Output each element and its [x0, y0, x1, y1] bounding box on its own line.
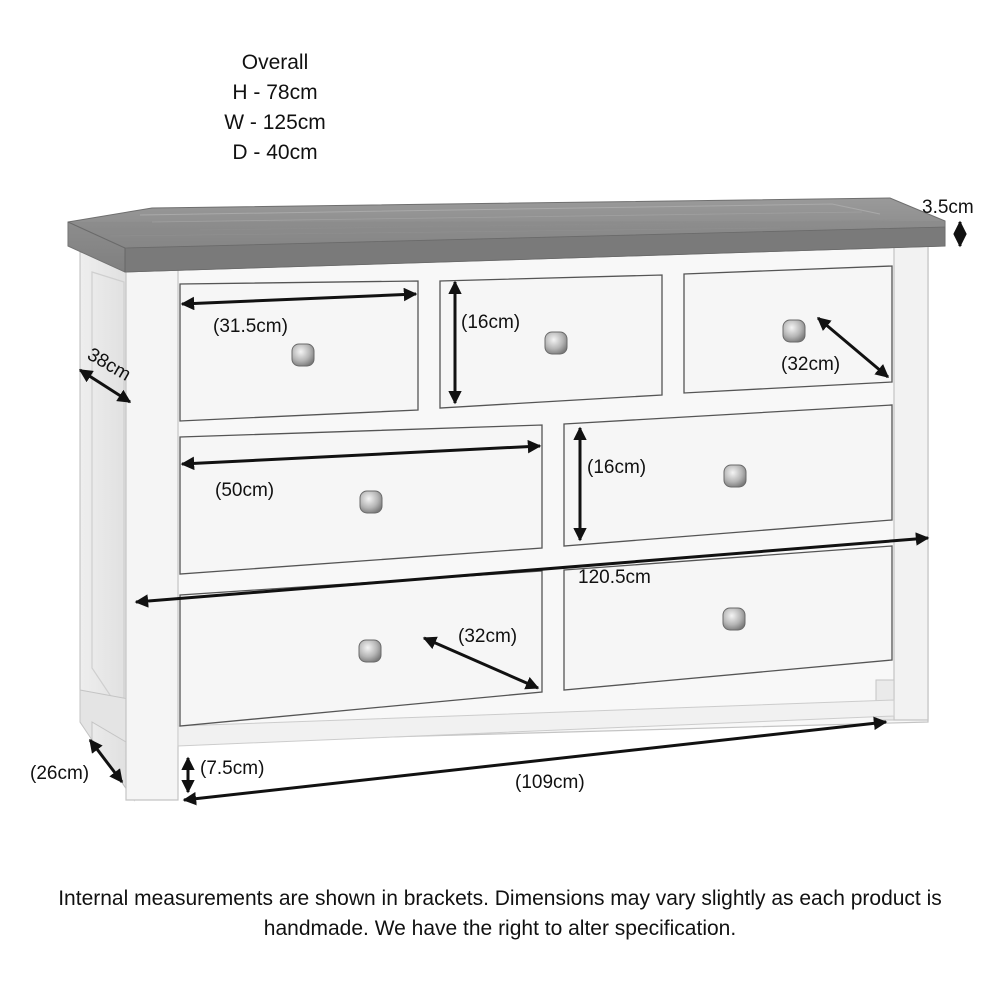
label-top-thickness: 3.5cm [922, 197, 974, 218]
knob-icon [359, 490, 383, 514]
knobs [291, 319, 806, 663]
label-drawer-bottom-left-depth: (32cm) [458, 626, 517, 647]
knob-icon [722, 607, 746, 631]
arrow-leg-span [182, 716, 888, 806]
overall-height: H - 78cm [232, 81, 318, 104]
footer-note: Internal measurements are shown in brack… [58, 887, 942, 940]
arrow-drawer-top-left-width [180, 287, 418, 311]
label-leg-span: (109cm) [515, 772, 585, 793]
worktop [67, 197, 946, 273]
overall-dimensions: Overall H - 78cm W - 125cm D - 40cm [170, 48, 380, 168]
label-leg-height: (7.5cm) [200, 758, 264, 779]
label-drawer-top-left-width: (31.5cm) [213, 316, 288, 337]
label-leg-depth: (26cm) [30, 763, 89, 784]
knob-icon [544, 331, 568, 355]
label-drawer-mid-left-width: (50cm) [215, 480, 274, 501]
label-drawer-top-middle-height: (16cm) [461, 312, 520, 333]
arrow-drawer-bottom-left-depth [422, 636, 540, 690]
label-drawer-mid-right-height: (16cm) [587, 457, 646, 478]
arrow-drawer-top-right-depth [816, 316, 890, 379]
overall-depth: D - 40cm [232, 141, 318, 164]
overall-heading: Overall [241, 51, 309, 74]
label-overall-internal-width: 120.5cm [578, 567, 651, 588]
overall-width: W - 125cm [224, 111, 326, 134]
knob-icon [358, 639, 382, 663]
arrow-drawer-mid-left-width [180, 439, 542, 471]
label-drawer-top-right-depth: (32cm) [781, 354, 840, 375]
arrow-side-depth [78, 368, 132, 404]
arrow-leg-depth [88, 738, 124, 784]
arrow-overall-internal-width [134, 532, 930, 608]
knob-icon [782, 319, 806, 343]
knob-icon [723, 464, 747, 488]
dimension-arrows [78, 220, 967, 806]
knob-icon [291, 343, 315, 367]
